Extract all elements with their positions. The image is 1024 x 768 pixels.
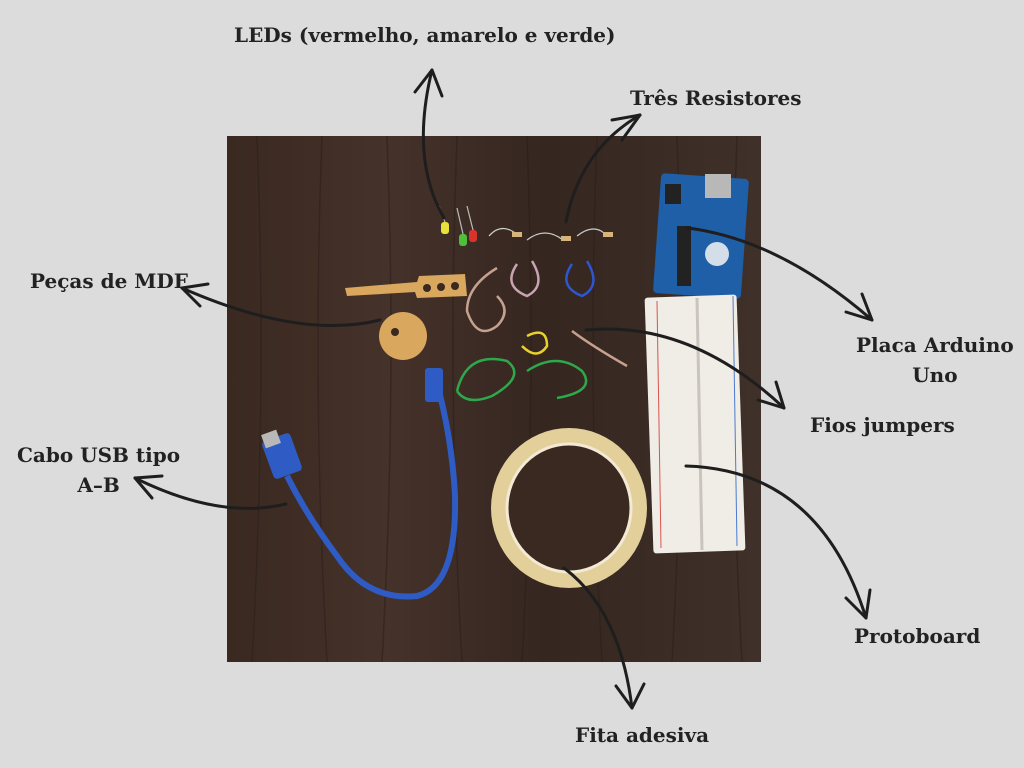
label-usb-line1: Cabo USB tipo — [17, 443, 181, 467]
resistors — [488, 227, 613, 241]
label-mdf: Peças de MDF — [30, 269, 188, 293]
components-photo — [227, 136, 761, 662]
label-arduino-line2: Uno — [912, 363, 958, 387]
label-leds: LEDs (vermelho, amarelo e verde) — [234, 23, 616, 47]
tape-roll — [491, 428, 647, 588]
label-usb-line2: A–B — [77, 473, 120, 497]
label-tape: Fita adesiva — [575, 723, 710, 747]
label-resistors: Três Resistores — [630, 86, 802, 110]
label-jumpers: Fios jumpers — [810, 413, 955, 437]
label-arduino: Placa Arduino Uno — [856, 330, 1014, 390]
usb-cable — [261, 368, 459, 600]
label-protoboard: Protoboard — [854, 624, 981, 648]
label-arduino-line1: Placa Arduino — [856, 333, 1014, 357]
breadboard — [644, 294, 746, 554]
jumper-wires — [455, 260, 628, 402]
label-usb: Cabo USB tipo A–B — [17, 440, 180, 500]
arduino-board — [653, 173, 749, 299]
